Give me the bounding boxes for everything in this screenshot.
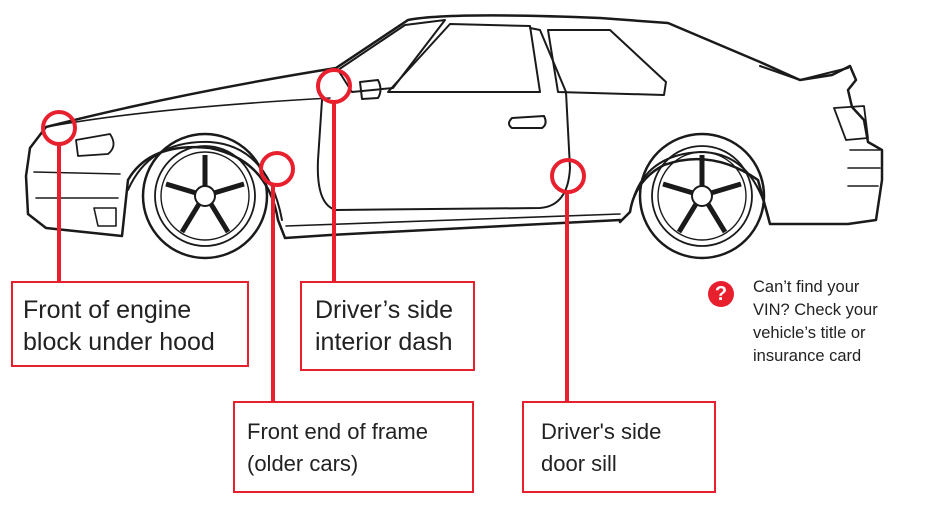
callout-dash-line1: Driver’s side [315, 296, 454, 324]
marker-door-sill [550, 158, 586, 194]
callout-frame-line2: (older cars) [247, 451, 359, 476]
callout-sill-line1: Driver's side [541, 419, 662, 444]
question-circle-icon: ? [708, 281, 734, 307]
help-text: Can’t find your VIN? Check your vehicle’… [753, 276, 878, 368]
callout-door-sill: Driver's side door sill [522, 401, 716, 493]
rear-spoiler [759, 65, 849, 81]
front-side-window [387, 23, 541, 93]
callout-frame: Front end of frame (older cars) [233, 401, 474, 493]
tail-light [833, 105, 869, 141]
callout-engine-line1: Front of engine [23, 296, 192, 324]
marker-interior-dash [316, 68, 352, 104]
front-vent [93, 207, 117, 227]
car-body-outline [24, 14, 884, 240]
marker-engine-block [41, 110, 77, 146]
callout-dash-line2: interior dash [315, 328, 453, 356]
rear-wheel [638, 132, 766, 260]
callout-engine-line2: block under hood [23, 328, 215, 356]
callout-engine-block: Front of engine block under hood [11, 281, 249, 367]
help-line: VIN? Check your [753, 301, 878, 319]
help-line: Can’t find your [753, 278, 860, 296]
front-wheel [141, 132, 269, 260]
help-line: vehicle’s title or [753, 324, 866, 342]
callout-frame-line1: Front end of frame [247, 419, 428, 444]
door-outline [316, 27, 571, 211]
marker-frame [259, 151, 295, 187]
help-line: insurance card [753, 347, 862, 365]
callout-interior-dash: Driver’s side interior dash [300, 281, 475, 371]
door-handle [508, 115, 547, 129]
side-mirror [359, 79, 382, 100]
headlight [75, 133, 115, 157]
rear-side-window [547, 29, 667, 96]
callout-sill-line2: door sill [541, 451, 617, 476]
